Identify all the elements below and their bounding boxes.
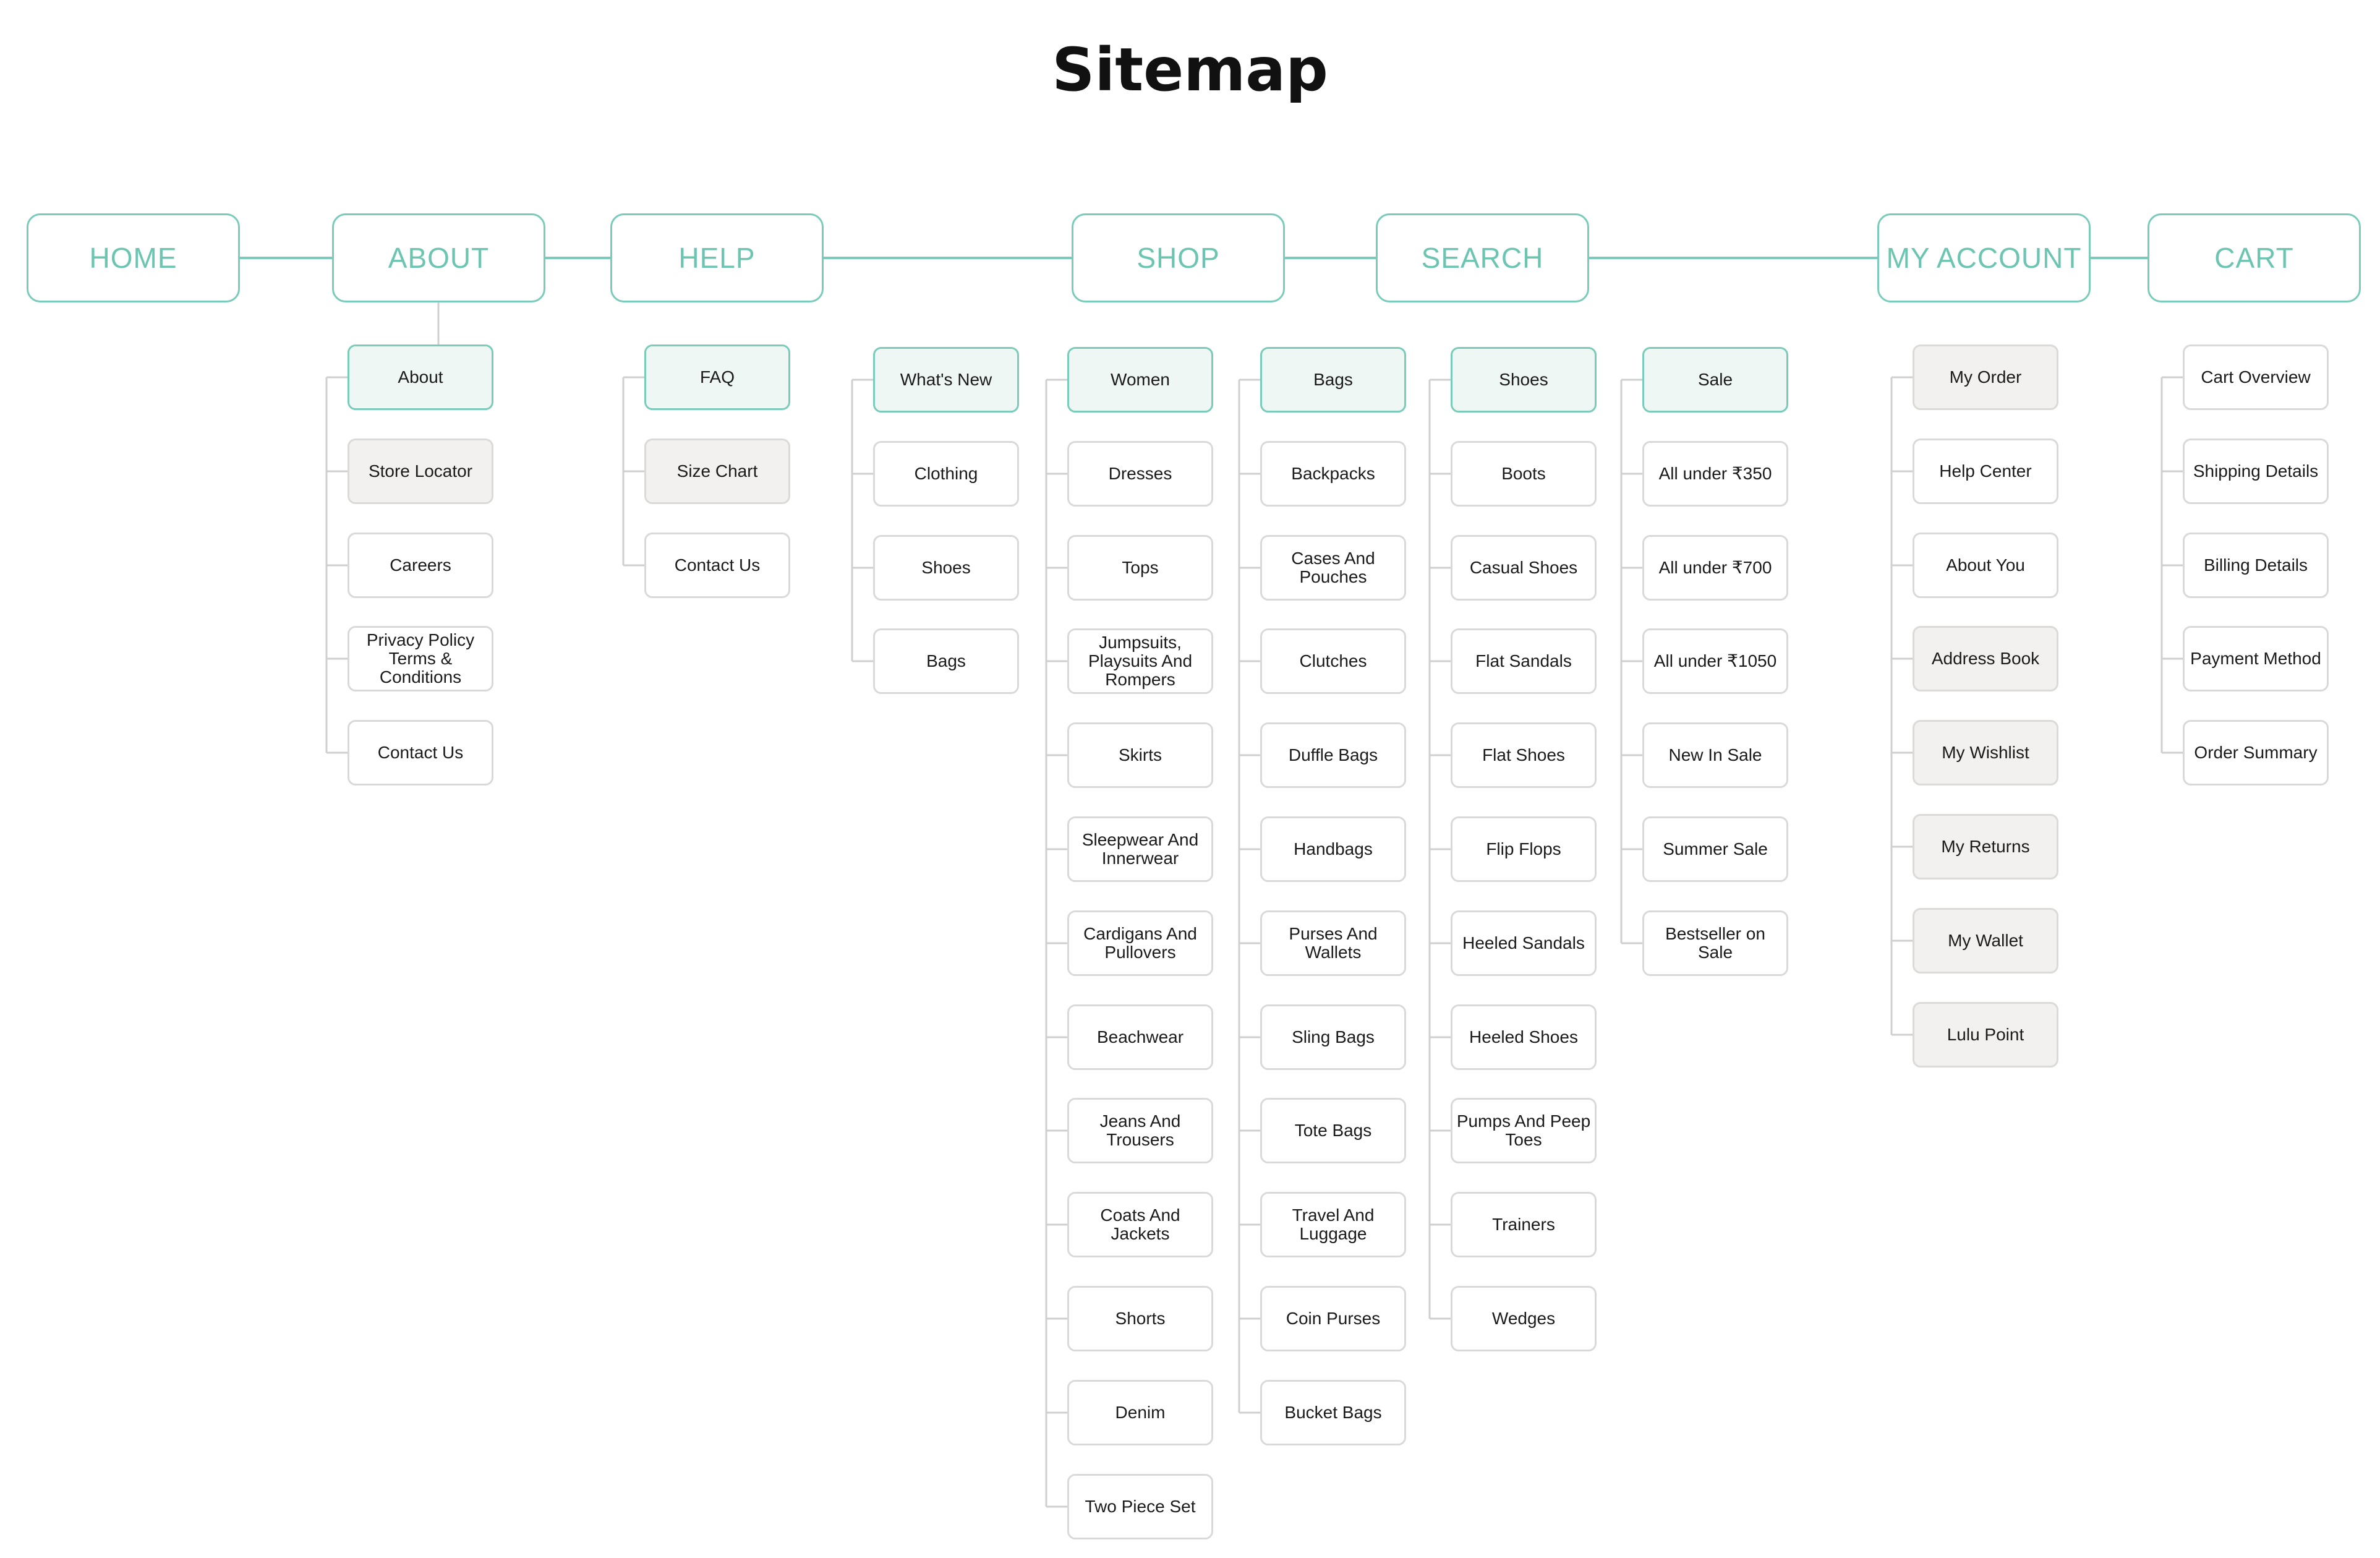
sitemap-node-contact-us[interactable]: Contact Us bbox=[348, 720, 493, 785]
sitemap-node-my-wallet[interactable]: My Wallet bbox=[1913, 908, 2058, 974]
sitemap-node-bestseller-on-sale[interactable]: Bestseller on Sale bbox=[1642, 910, 1788, 976]
sitemap-node-billing-details[interactable]: Billing Details bbox=[2183, 533, 2329, 598]
sitemap-node-bucket-bags[interactable]: Bucket Bags bbox=[1260, 1380, 1406, 1445]
sitemap-node-flat-sandals[interactable]: Flat Sandals bbox=[1451, 628, 1597, 694]
sitemap-node-all-under-700[interactable]: All under ₹700 bbox=[1642, 535, 1788, 601]
nav-my-account[interactable]: MY ACCOUNT bbox=[1877, 213, 2091, 302]
sitemap-node-tops[interactable]: Tops bbox=[1067, 535, 1213, 601]
sitemap-node-sling-bags[interactable]: Sling Bags bbox=[1260, 1004, 1406, 1070]
sitemap-node-help-center[interactable]: Help Center bbox=[1913, 439, 2058, 504]
sitemap-node-jumpsuits-playsuits-and-rompers[interactable]: Jumpsuits, Playsuits And Rompers bbox=[1067, 628, 1213, 694]
sitemap-node-lulu-point[interactable]: Lulu Point bbox=[1913, 1002, 2058, 1068]
sitemap-node-cases-and-pouches[interactable]: Cases And Pouches bbox=[1260, 535, 1406, 601]
sitemap-node-contact-us[interactable]: Contact Us bbox=[644, 533, 790, 598]
sitemap-node-new-in-sale[interactable]: New In Sale bbox=[1642, 722, 1788, 788]
sitemap-node-clutches[interactable]: Clutches bbox=[1260, 628, 1406, 694]
sitemap-node-all-under-1050[interactable]: All under ₹1050 bbox=[1642, 628, 1788, 694]
sitemap-node-heeled-sandals[interactable]: Heeled Sandals bbox=[1451, 910, 1597, 976]
nav-search[interactable]: SEARCH bbox=[1376, 213, 1589, 302]
nav-shop[interactable]: SHOP bbox=[1072, 213, 1285, 302]
sitemap-node-bags[interactable]: Bags bbox=[873, 628, 1019, 694]
sitemap-node-faq[interactable]: FAQ bbox=[644, 345, 790, 410]
sitemap-node-dresses[interactable]: Dresses bbox=[1067, 441, 1213, 507]
sitemap-node-women[interactable]: Women bbox=[1067, 347, 1213, 413]
sitemap-node-tote-bags[interactable]: Tote Bags bbox=[1260, 1098, 1406, 1163]
sitemap-node-my-returns[interactable]: My Returns bbox=[1913, 814, 2058, 880]
sitemap-node-summer-sale[interactable]: Summer Sale bbox=[1642, 816, 1788, 882]
sitemap-node-jeans-and-trousers[interactable]: Jeans And Trousers bbox=[1067, 1098, 1213, 1163]
nav-help[interactable]: HELP bbox=[610, 213, 824, 302]
sitemap-node-backpacks[interactable]: Backpacks bbox=[1260, 441, 1406, 507]
sitemap-node-my-wishlist[interactable]: My Wishlist bbox=[1913, 720, 2058, 785]
nav-cart[interactable]: CART bbox=[2148, 213, 2361, 302]
sitemap-node-boots[interactable]: Boots bbox=[1451, 441, 1597, 507]
sitemap-node-heeled-shoes[interactable]: Heeled Shoes bbox=[1451, 1004, 1597, 1070]
sitemap-node-about[interactable]: About bbox=[348, 345, 493, 410]
sitemap-node-address-book[interactable]: Address Book bbox=[1913, 626, 2058, 691]
sitemap-node-purses-and-wallets[interactable]: Purses And Wallets bbox=[1260, 910, 1406, 976]
sitemap-node-sale[interactable]: Sale bbox=[1642, 347, 1788, 413]
sitemap-node-order-summary[interactable]: Order Summary bbox=[2183, 720, 2329, 785]
sitemap-node-flip-flops[interactable]: Flip Flops bbox=[1451, 816, 1597, 882]
sitemap-node-store-locator[interactable]: Store Locator bbox=[348, 439, 493, 504]
sitemap-node-handbags[interactable]: Handbags bbox=[1260, 816, 1406, 882]
sitemap-node-beachwear[interactable]: Beachwear bbox=[1067, 1004, 1213, 1070]
sitemap-node-shoes[interactable]: Shoes bbox=[873, 535, 1019, 601]
sitemap-node-size-chart[interactable]: Size Chart bbox=[644, 439, 790, 504]
sitemap-node-two-piece-set[interactable]: Two Piece Set bbox=[1067, 1474, 1213, 1539]
sitemap-node-shorts[interactable]: Shorts bbox=[1067, 1286, 1213, 1351]
sitemap-node-pumps-and-peep-toes[interactable]: Pumps And Peep Toes bbox=[1451, 1098, 1597, 1163]
sitemap-node-payment-method[interactable]: Payment Method bbox=[2183, 626, 2329, 691]
sitemap-node-cart-overview[interactable]: Cart Overview bbox=[2183, 345, 2329, 410]
sitemap-node-skirts[interactable]: Skirts bbox=[1067, 722, 1213, 788]
sitemap-node-trainers[interactable]: Trainers bbox=[1451, 1192, 1597, 1257]
sitemap-node-coats-and-jackets[interactable]: Coats And Jackets bbox=[1067, 1192, 1213, 1257]
sitemap-node-about-you[interactable]: About You bbox=[1913, 533, 2058, 598]
sitemap-node-wedges[interactable]: Wedges bbox=[1451, 1286, 1597, 1351]
sitemap-node-shoes[interactable]: Shoes bbox=[1451, 347, 1597, 413]
sitemap-node-travel-and-luggage[interactable]: Travel And Luggage bbox=[1260, 1192, 1406, 1257]
sitemap-node-clothing[interactable]: Clothing bbox=[873, 441, 1019, 507]
sitemap-node-denim[interactable]: Denim bbox=[1067, 1380, 1213, 1445]
sitemap-node-coin-purses[interactable]: Coin Purses bbox=[1260, 1286, 1406, 1351]
sitemap-node-careers[interactable]: Careers bbox=[348, 533, 493, 598]
sitemap-node-cardigans-and-pullovers[interactable]: Cardigans And Pullovers bbox=[1067, 910, 1213, 976]
sitemap-node-flat-shoes[interactable]: Flat Shoes bbox=[1451, 722, 1597, 788]
sitemap-node-shipping-details[interactable]: Shipping Details bbox=[2183, 439, 2329, 504]
sitemap-node-my-order[interactable]: My Order bbox=[1913, 345, 2058, 410]
nav-about[interactable]: ABOUT bbox=[332, 213, 545, 302]
sitemap-node-privacy-policy-terms-conditions[interactable]: Privacy Policy Terms & Conditions bbox=[348, 626, 493, 691]
sitemap-node-sleepwear-and-innerwear[interactable]: Sleepwear And Innerwear bbox=[1067, 816, 1213, 882]
nav-home[interactable]: HOME bbox=[27, 213, 240, 302]
sitemap-node-what-s-new[interactable]: What's New bbox=[873, 347, 1019, 413]
sitemap-node-bags[interactable]: Bags bbox=[1260, 347, 1406, 413]
sitemap-node-all-under-350[interactable]: All under ₹350 bbox=[1642, 441, 1788, 507]
sitemap-node-casual-shoes[interactable]: Casual Shoes bbox=[1451, 535, 1597, 601]
sitemap-node-duffle-bags[interactable]: Duffle Bags bbox=[1260, 722, 1406, 788]
page-title: Sitemap bbox=[1052, 35, 1328, 105]
